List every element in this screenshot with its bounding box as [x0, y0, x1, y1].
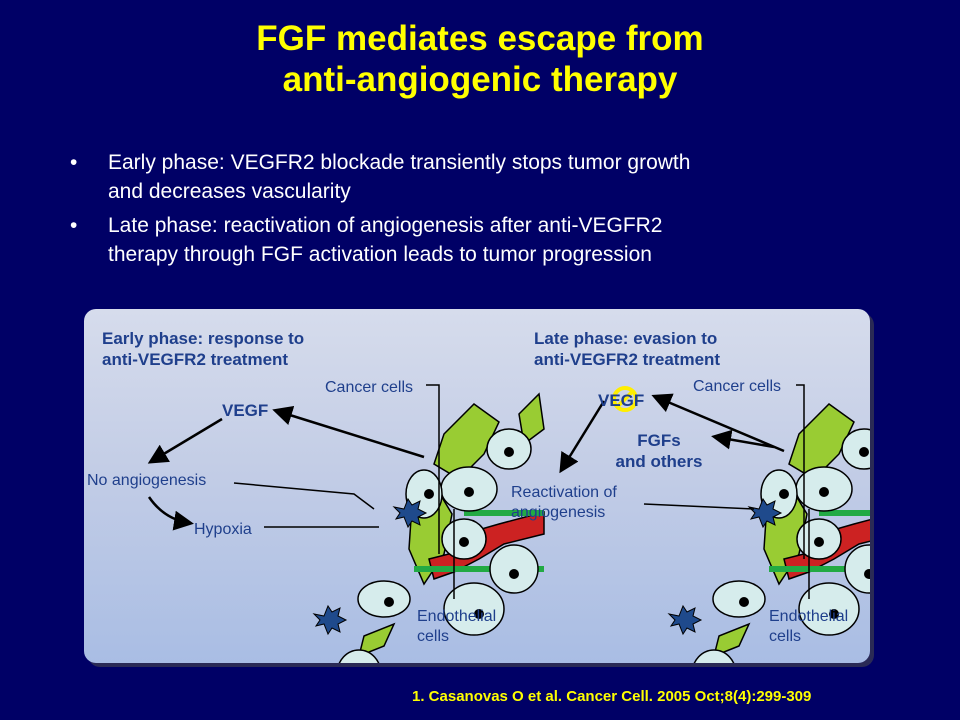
hypoxia-label: Hypoxia [194, 521, 252, 538]
fgfs-label: FGFs and others [609, 430, 709, 472]
bullet-marker: • [70, 151, 78, 174]
no-angiogenesis-label: No angiogenesis [87, 472, 207, 489]
diagram-artwork [147, 384, 870, 663]
early-cancer-cells-label: Cancer cells [325, 379, 414, 396]
bullet-late-phase: • Late phase: reactivation of angiogenes… [70, 211, 930, 269]
label-line: angiogenesis [511, 504, 606, 521]
diagram-panel: Early phase: response to anti-VEGFR2 tre… [84, 309, 870, 663]
bullet-list: • Early phase: VEGFR2 blockade transient… [70, 148, 930, 274]
label-line: Endothelial [417, 608, 497, 625]
bullet-text-line: and decreases vascularity [108, 180, 351, 203]
block-symbol-icon [612, 386, 638, 412]
label-line: cells [769, 628, 802, 645]
label-line: and others [615, 452, 703, 471]
label-line: cells [417, 628, 450, 645]
early-phase-heading: Early phase: response to anti-VEGFR2 tre… [102, 328, 304, 370]
late-cancer-cells-label: Cancer cells [693, 378, 782, 395]
reference-citation: 1. Casanovas O et al. Cancer Cell. 2005 … [412, 688, 812, 705]
bullet-text-line: therapy through FGF activation leads to … [108, 243, 652, 266]
label-line: Endothelial [769, 608, 849, 625]
heading-line: Late phase: evasion to [534, 329, 718, 348]
bullet-text-line: Late phase: reactivation of angiogenesis… [108, 214, 663, 237]
early-endothelial-label: Endothelial cells [417, 607, 496, 647]
slide-title: FGF mediates escape from anti-angiogenic… [0, 18, 960, 100]
reactivation-label: Reactivation of angiogenesis [511, 483, 617, 523]
heading-line: Early phase: response to [102, 329, 305, 348]
early-vegf-label: VEGF [222, 401, 269, 420]
late-vegf-label: VEGF [598, 391, 645, 410]
label-line: Reactivation of [511, 484, 617, 501]
bullet-text-line: Early phase: VEGFR2 blockade transiently… [108, 151, 691, 174]
late-endothelial-label: Endothelial cells [769, 607, 848, 647]
title-line-1: FGF mediates escape from [256, 19, 704, 58]
bullet-early-phase: • Early phase: VEGFR2 blockade transient… [70, 148, 930, 206]
heading-line: anti-VEGFR2 treatment [534, 350, 721, 369]
bullet-marker: • [70, 214, 78, 237]
label-line: FGFs [637, 431, 681, 450]
heading-line: anti-VEGFR2 treatment [102, 350, 289, 369]
late-phase-heading: Late phase: evasion to anti-VEGFR2 treat… [534, 328, 720, 370]
title-line-2: anti-angiogenic therapy [282, 60, 678, 99]
